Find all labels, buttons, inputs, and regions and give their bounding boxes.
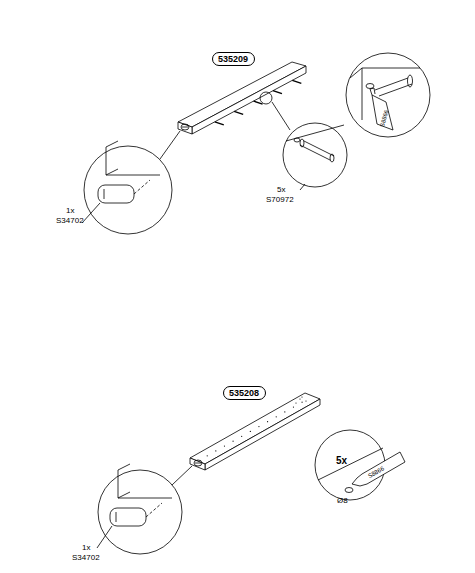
part-label: S34702 [56,216,84,225]
hole-dot [305,400,306,401]
glue-detail-circle [315,430,405,500]
detail-circle [260,92,347,190]
part-number-box: 535209 [212,52,255,66]
glue-detail-circle [346,53,430,137]
hole-dot [232,441,233,442]
dowel-pin [215,122,224,125]
part-label: S70972 [266,195,294,204]
hole-dot [295,402,296,403]
part-label: 1x [82,543,90,552]
hole-dot [207,455,208,456]
part-number: 535208 [229,388,259,398]
hole-dot [215,450,216,451]
dowel-pin [234,111,243,114]
hole-dots [207,396,307,456]
hole-dot [224,445,225,446]
detail-circle [97,464,192,554]
part-label: S34702 [72,553,100,562]
part-label: Ø8 [337,496,348,505]
dowel-pin [273,91,282,94]
hole-dot [284,411,285,412]
hole-dot [241,436,242,437]
part-label: 5x [336,455,347,466]
side-board [190,393,320,470]
hole-dot [299,398,300,399]
hole-dot [276,416,277,417]
hole-dot [301,402,302,403]
part-label: 1x [66,206,74,215]
dowel-pins [215,80,302,124]
hole-dot [250,431,251,432]
hole-dot [293,406,294,407]
shelf-board [178,62,306,134]
dowel-pin [292,80,301,83]
hole-dot [258,426,259,427]
part-label: 5x [277,185,285,194]
part-number: 535209 [218,54,248,64]
detail-circle [82,131,180,234]
hole-dot [301,396,302,397]
hole-dot [267,421,268,422]
part-number-box: 535208 [223,386,266,400]
